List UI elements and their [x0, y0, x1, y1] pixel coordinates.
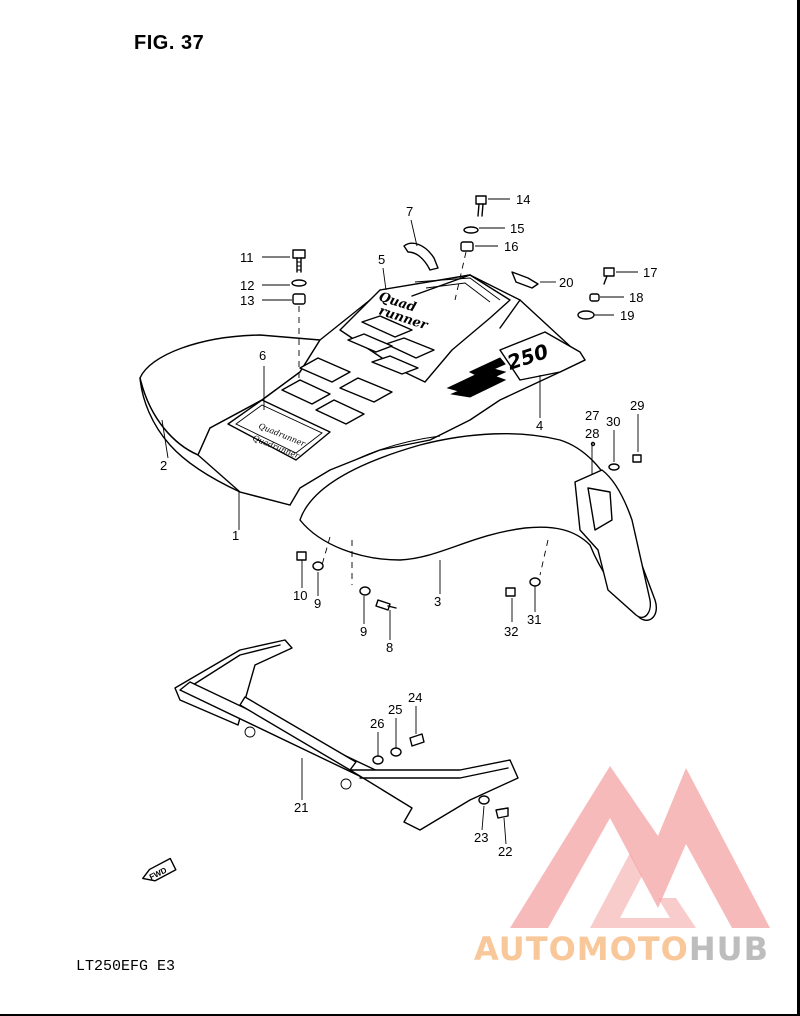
rear-fender: Quadrunner Quadrunner Quad runner 250 [139, 274, 657, 621]
callout-9-lower: 9 [360, 624, 367, 639]
page-bottom-border [0, 1014, 800, 1016]
clip-7 [403, 242, 439, 271]
callout-8: 8 [386, 640, 393, 655]
callout-24: 24 [408, 690, 422, 705]
washer-9-lower [359, 586, 371, 596]
screw-20 [511, 271, 539, 289]
nut-16 [460, 241, 474, 252]
nut-10 [296, 551, 307, 561]
callout-23: 23 [474, 830, 488, 845]
callout-14: 14 [516, 192, 530, 207]
bolt-29 [632, 454, 642, 463]
callout-16: 16 [504, 239, 518, 254]
callout-11: 11 [240, 250, 254, 265]
washer-25 [390, 747, 402, 757]
automotohub-logo [510, 766, 770, 928]
washer-19 [577, 310, 595, 320]
figure-title: FIG. 37 [134, 32, 205, 54]
callout-19: 19 [620, 308, 634, 323]
watermark-text-part1: AUTOMOTO [474, 930, 689, 968]
callout-15: 15 [510, 221, 524, 236]
bolt-8 [375, 599, 391, 611]
rack-bracket-21 [174, 639, 519, 831]
callout-31: 31 [527, 612, 541, 627]
hardware [291, 195, 642, 611]
callout-7: 7 [406, 204, 413, 219]
washer-23 [478, 795, 490, 805]
callout-27: 27 [585, 408, 599, 423]
washer-12 [291, 279, 307, 287]
nut-18 [589, 293, 600, 302]
callout-10: 10 [293, 588, 307, 603]
callout-30: 30 [606, 414, 620, 429]
callout-25: 25 [388, 702, 402, 717]
callout-9-upper: 9 [314, 596, 321, 611]
washer-26 [372, 755, 384, 765]
washer-9-upper [312, 561, 324, 571]
bolt-14 [475, 195, 487, 205]
bolt-22 [495, 807, 509, 819]
callout-26: 26 [370, 716, 384, 731]
callout-2: 2 [160, 458, 167, 473]
callout-13: 13 [240, 293, 254, 308]
callout-17: 17 [643, 265, 657, 280]
fwd-direction-arrow: FWD [142, 857, 177, 882]
model-code-label: LT250EFG E3 [76, 958, 176, 975]
callout-29: 29 [630, 398, 644, 413]
watermark-text-part2: HUB [688, 930, 770, 968]
callout-32: 32 [504, 624, 518, 639]
callout-21: 21 [294, 800, 308, 815]
washer-15 [463, 226, 479, 234]
bolt-24 [409, 733, 425, 747]
callout-12: 12 [240, 278, 254, 293]
bolt-11 [292, 249, 306, 273]
grommet-13 [292, 293, 306, 305]
page-right-border [797, 0, 800, 1016]
callout-1: 1 [232, 528, 239, 543]
nut-32 [505, 587, 516, 597]
callout-18: 18 [629, 290, 643, 305]
watermark-text: AUTOMOTOHUB [474, 930, 769, 968]
bolt-17 [603, 267, 615, 277]
leader-lines [161, 198, 639, 845]
callout-6: 6 [259, 348, 266, 363]
callout-28: 28 [585, 426, 599, 441]
box-recess-pads [347, 315, 435, 375]
callout-4: 4 [536, 418, 543, 433]
callout-22: 22 [498, 844, 512, 859]
callout-5: 5 [378, 252, 385, 267]
washer-31 [529, 577, 541, 587]
callout-labels: 1 2 3 4 5 6 7 8 9 9 10 11 12 13 14 15 16… [160, 192, 657, 859]
nut-30 [608, 463, 620, 471]
callout-20: 20 [559, 275, 573, 290]
callout-3: 3 [434, 594, 441, 609]
deck-recess-pads [281, 357, 393, 425]
model-250-decal: 250 [446, 331, 586, 398]
